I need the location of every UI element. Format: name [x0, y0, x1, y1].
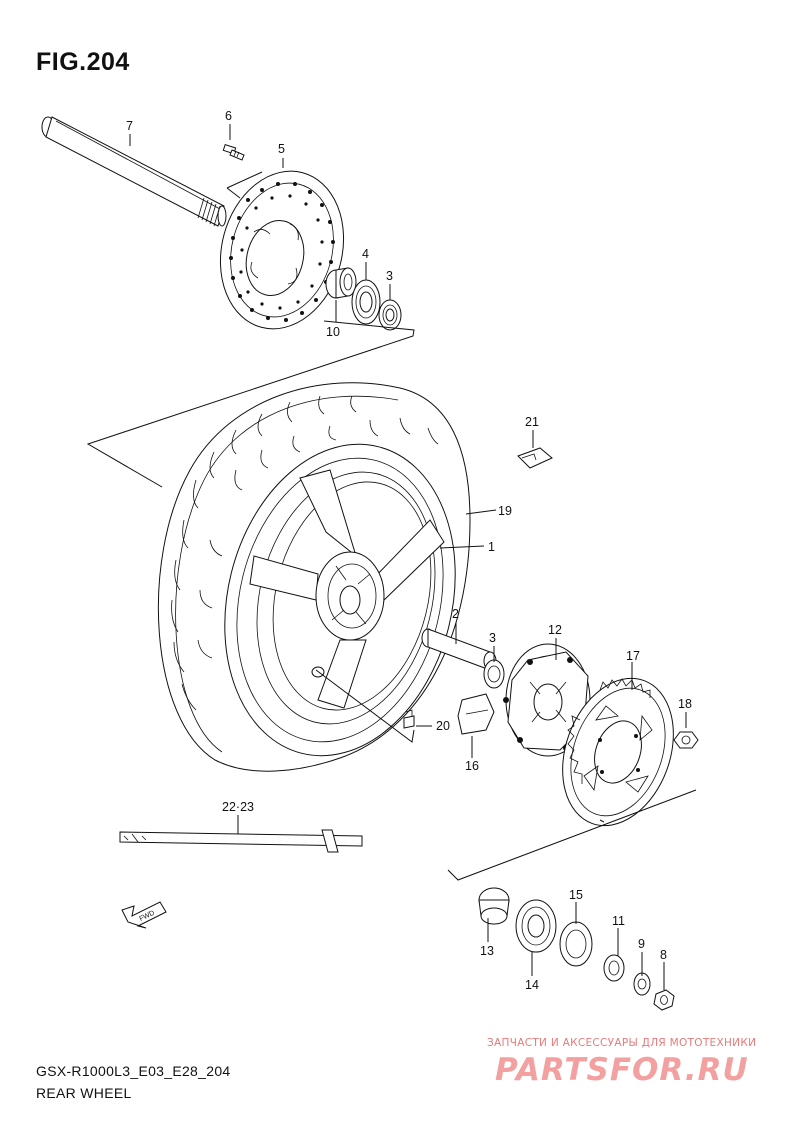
callout-22-23: 22·23	[222, 800, 254, 814]
assembly-line-lower	[447, 789, 697, 881]
callout-6: 6	[225, 109, 232, 123]
sprocket-teeth	[567, 678, 651, 784]
nut-part-8	[653, 989, 675, 1011]
balance-weight-part-21	[517, 447, 553, 469]
watermark-subtitle: ЗАПЧАСТИ И АКСЕССУАРЫ ДЛЯ МОТОТЕХНИКИ	[487, 1037, 757, 1049]
callout-9: 9	[638, 937, 645, 951]
axle-shaft-part-22-23	[119, 829, 363, 853]
forward-arrow-icon: FWD	[121, 901, 167, 929]
nut-part-18	[673, 731, 699, 749]
figure-title: FIG.204	[36, 48, 130, 76]
brake-disc-part-5	[219, 170, 345, 330]
callout-21: 21	[525, 415, 539, 429]
callout-19: 19	[498, 504, 512, 518]
disc-holes	[229, 182, 335, 322]
leader-bolt-disc	[226, 171, 263, 199]
axle-part-7	[41, 116, 227, 227]
sprocket-drum-part-12	[503, 643, 593, 757]
callout-11: 11	[612, 914, 625, 928]
damper-part-16	[457, 693, 495, 735]
callout-1: 1	[488, 540, 495, 554]
assembly-line-wheel	[315, 669, 415, 743]
bearing-part-14	[515, 899, 557, 953]
callout-7: 7	[126, 119, 133, 133]
collar-part-13	[478, 887, 510, 925]
callout-17: 17	[626, 649, 640, 663]
bearing-part-4	[351, 279, 381, 325]
callout-3-lower: 3	[489, 631, 496, 645]
callout-16: 16	[465, 759, 479, 773]
seal-part-3-left	[378, 299, 402, 331]
oil-seal-part-15	[559, 921, 593, 967]
callout-numbers: 7 6 5 4 3 10 21 19 1 2 3 12 17 18 20 16 …	[126, 109, 692, 992]
callout-5: 5	[278, 142, 285, 156]
figure-caption: REAR WHEEL	[36, 1085, 132, 1101]
callout-10: 10	[326, 325, 340, 339]
spacer-part-11	[603, 954, 625, 982]
model-code: GSX-R1000L3_E03_E28_204	[36, 1063, 231, 1079]
callout-13: 13	[480, 944, 494, 958]
callout-3-upper: 3	[386, 269, 393, 283]
rear-sprocket-part-17	[562, 677, 674, 827]
callout-20: 20	[436, 719, 450, 733]
callout-12: 12	[548, 623, 562, 637]
wheel-rim-part-1	[224, 443, 456, 757]
callout-2: 2	[452, 607, 459, 621]
watermark-logo: PARTSFOR.RU	[495, 1052, 749, 1088]
callout-8: 8	[660, 948, 667, 962]
callout-leaders	[129, 124, 687, 990]
fitting-part-20	[403, 709, 415, 729]
callout-4: 4	[362, 247, 369, 261]
washer-part-9	[633, 972, 651, 996]
bolt-part-6	[222, 143, 245, 161]
spacer-part-10	[325, 267, 357, 299]
assembly-line-upper	[86, 320, 415, 488]
callout-15: 15	[569, 888, 583, 902]
callout-14: 14	[525, 978, 539, 992]
seal-part-3-right	[483, 659, 505, 689]
callout-18: 18	[678, 697, 692, 711]
tire-tread	[171, 395, 439, 711]
